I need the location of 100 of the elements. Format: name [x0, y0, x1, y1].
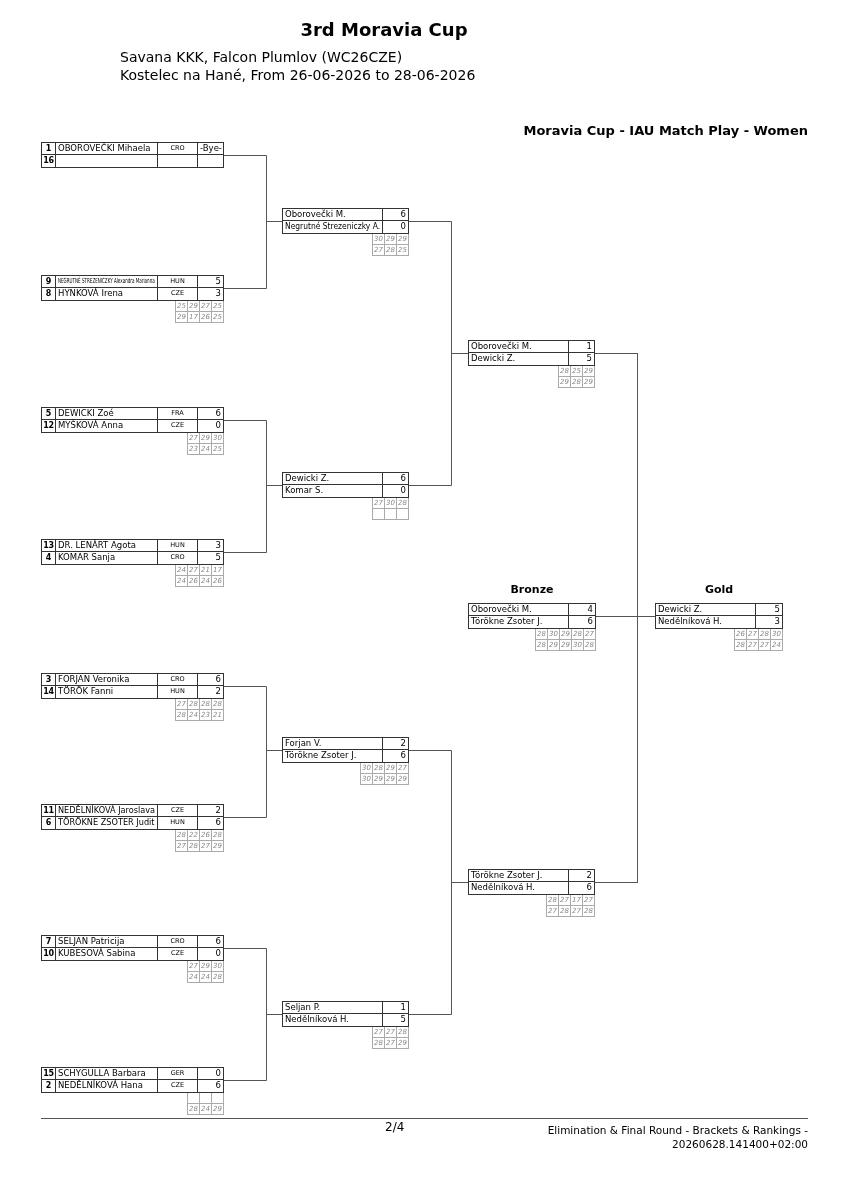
seed-number: 16 [42, 155, 56, 167]
player-name: SELJAN Patricija [56, 936, 158, 948]
seed-number: 3 [42, 674, 56, 686]
player-name: DEWICKI Zoé [56, 408, 158, 420]
player-name: TÖRÖKNE ZSOTER Judit [56, 817, 158, 829]
match-score: 0 [214, 948, 222, 960]
match-score: 6 [585, 882, 593, 894]
player-name: Oborovečki M. [283, 209, 383, 221]
player-name: KUBESOVÁ Sabina [56, 948, 158, 960]
match-score: 0 [214, 420, 222, 432]
player-name: Törökne Zsoter J. [469, 616, 569, 628]
player-name: MYŠKOVÁ Anna [56, 420, 158, 432]
bracket-line [223, 485, 283, 553]
seed-number: 6 [42, 817, 56, 829]
player-name: Nedělníková H. [283, 1014, 383, 1026]
seed-number: 1 [42, 143, 56, 155]
match-table [41, 142, 224, 168]
match-score: 5 [214, 552, 222, 564]
player-name: NEDĚLNÍKOVÁ Hana [56, 1080, 158, 1092]
page-title: 3rd Moravia Cup [299, 19, 469, 41]
match-table [41, 539, 224, 565]
player-name: Törökne Zsoter J. [469, 870, 569, 882]
match-score: 2 [569, 870, 594, 882]
match-score: -Bye- [198, 143, 223, 155]
player-name: TÖRÖK Fanni [56, 686, 158, 698]
player-name: Komar S. [283, 485, 383, 497]
match-table [41, 935, 224, 961]
bracket-line [223, 750, 283, 818]
player-name: OBOROVEČKI Mihaela [56, 143, 158, 155]
seed-number: 8 [42, 288, 56, 300]
seed-number: 11 [42, 805, 56, 817]
round-heading: Gold [704, 583, 734, 596]
seed-number: 14 [42, 686, 56, 698]
seed-number: 12 [42, 420, 56, 432]
player-name: Törökne Zsoter J. [283, 750, 383, 762]
player-name: Forjan V. [283, 738, 383, 750]
match-table [41, 407, 224, 433]
player-name: FORJAN Veronika [56, 674, 158, 686]
match-score: 3 [214, 288, 222, 300]
match-score: 2 [383, 738, 408, 750]
seed-number: 9 [42, 276, 56, 288]
match-table [468, 340, 595, 366]
match-score: 3 [198, 540, 223, 552]
match-table [41, 804, 224, 830]
bracket-line [408, 882, 469, 1015]
match-score: 0 [198, 1068, 223, 1080]
match-score: 6 [399, 750, 407, 762]
match-score: 0 [399, 485, 407, 497]
player-name: Negrutné Strezeniczky A. [283, 221, 383, 233]
match-score: 5 [756, 604, 782, 616]
match-score: 0 [399, 221, 407, 233]
match-table [41, 275, 224, 301]
player-name: Dewicki Z. [469, 353, 569, 365]
player-name: Oborovečki M. [469, 604, 569, 616]
match-score: 5 [399, 1014, 407, 1026]
page-number: 2/4 [385, 1120, 405, 1135]
seed-number: 7 [42, 936, 56, 948]
match-table [282, 472, 409, 498]
match-table [282, 1001, 409, 1027]
match-score: 6 [198, 936, 223, 948]
player-name: Nedělníková H. [656, 616, 756, 628]
match-score: 6 [198, 408, 223, 420]
venue-text: Savana KKK, Falcon Plumlov (WC26CZE) [120, 48, 403, 66]
match-score: 6 [198, 674, 223, 686]
match-score: 1 [383, 1002, 408, 1014]
match-score: 6 [214, 1080, 222, 1092]
seed-number: 15 [42, 1068, 56, 1080]
match-score: 2 [214, 686, 222, 698]
match-score: 4 [569, 604, 595, 616]
player-name: Dewicki Z. [656, 604, 756, 616]
match-table [282, 737, 409, 763]
seed-number: 4 [42, 552, 56, 564]
seed-number: 10 [42, 948, 56, 960]
section-heading: Moravia Cup - IAU Match Play - Women [523, 122, 808, 139]
seed-number: 2 [42, 1080, 56, 1092]
bracket-line [223, 1014, 283, 1081]
player-name: DR. LENÁRT Agota [56, 540, 158, 552]
match-score: 2 [198, 805, 223, 817]
match-score: 6 [383, 209, 408, 221]
match-table [282, 208, 409, 234]
match-score: 6 [586, 616, 594, 628]
match-table [468, 869, 595, 895]
match-score: 5 [585, 353, 593, 365]
footer-text: Elimination & Final Round - Brackets & Rankings - 20260628.141400+02:00 [546, 1123, 808, 1151]
player-name: SCHYGULLA Barbara [56, 1068, 158, 1080]
player-name: Nedělníková H. [469, 882, 569, 894]
match-table [41, 673, 224, 699]
match-score: 6 [214, 817, 222, 829]
seed-number: 5 [42, 408, 56, 420]
match-score: 1 [569, 341, 594, 353]
location-date-text: Kostelec na Hané, From 26-06-2026 to 28-06-2026 [120, 66, 476, 84]
player-name: Seljan P. [283, 1002, 383, 1014]
player-name: NEDĚLNÍKOVÁ Jaroslava [56, 805, 158, 817]
seed-number: 13 [42, 540, 56, 552]
match-table [41, 1067, 224, 1093]
player-name: Oborovečki M. [469, 341, 569, 353]
player-name: KOMAR Sanja [56, 552, 158, 564]
match-score: 3 [773, 616, 781, 628]
player-name: HYNKOVÁ Irena [56, 288, 158, 300]
match-score: 6 [383, 473, 408, 485]
